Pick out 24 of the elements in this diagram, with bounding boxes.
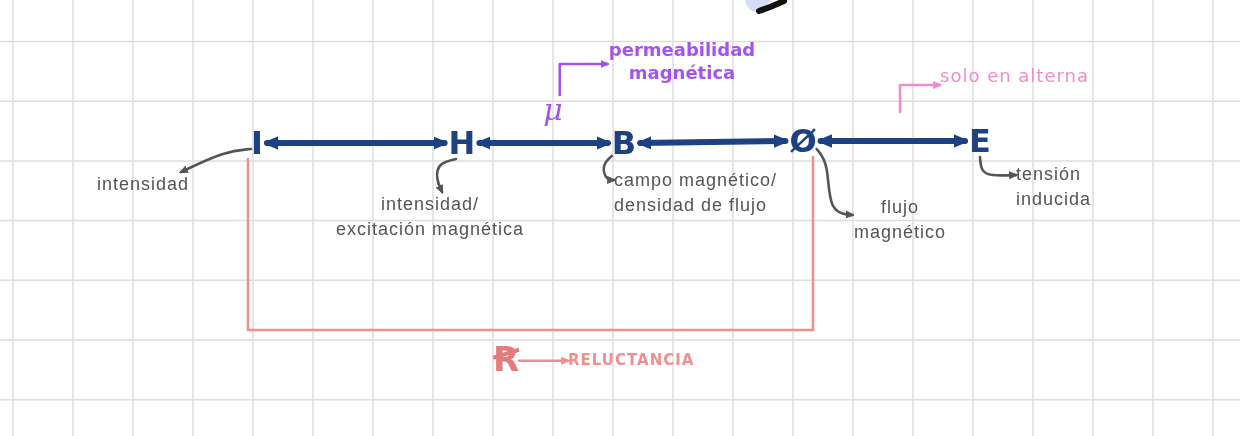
quantity-symbol: I xyxy=(251,127,263,159)
connector-line xyxy=(246,155,815,332)
quantity-symbol: Ø xyxy=(789,125,817,157)
quantity-symbol: μ xyxy=(543,95,563,125)
quantity-symbol: E xyxy=(969,125,991,157)
description-label: intensidad/ excitación magnética xyxy=(334,192,526,243)
annotation-label: permeabilidad magnética xyxy=(607,38,757,85)
annotation-note: solo en alterna xyxy=(940,64,1089,88)
quantity-symbol: H xyxy=(448,127,476,159)
annotation-label: RELUCTANCIA xyxy=(568,351,695,371)
arrow xyxy=(435,157,458,194)
arrow xyxy=(475,136,612,150)
arrow xyxy=(978,155,1019,180)
description-label: campo magnético/ densidad de flujo xyxy=(614,168,780,219)
arrow xyxy=(179,147,253,174)
quantity-symbol: Ꞧ xyxy=(492,341,520,379)
description-label: flujo magnético xyxy=(852,195,948,246)
arrow xyxy=(263,136,449,150)
arrow xyxy=(636,134,789,150)
quantity-symbol: B xyxy=(611,127,637,159)
description-label: tensión inducida xyxy=(1016,162,1094,213)
arrow xyxy=(558,60,610,97)
arrow xyxy=(817,134,969,148)
description-label: intensidad xyxy=(97,172,190,198)
